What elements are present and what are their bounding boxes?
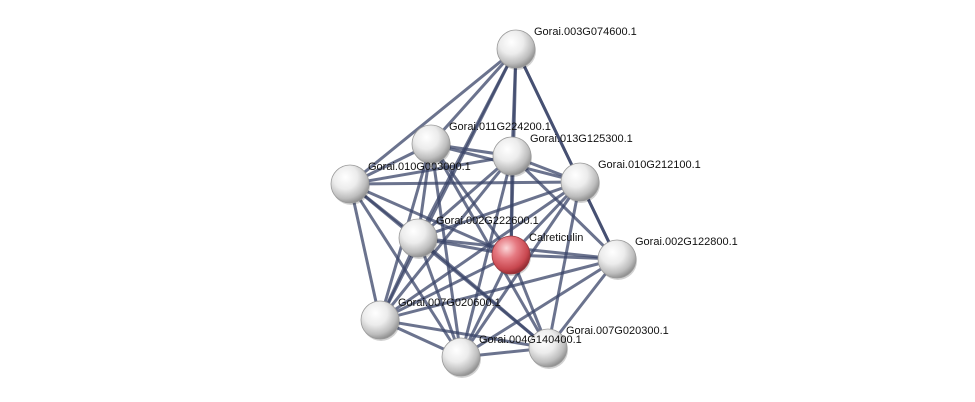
edge-gorai-003g074600-1-gorai-010g003000-1 (348, 47, 518, 186)
node-gorai-002g222600-1[interactable] (398, 218, 438, 259)
node-ball[interactable] (398, 218, 438, 258)
node-layer (330, 29, 637, 378)
edge-gorai-007g020600-1-gorai-007g020300-1 (378, 318, 550, 350)
node-ball[interactable] (528, 328, 568, 368)
node-calreticulin[interactable] (491, 235, 531, 276)
edge-gorai-010g212100-1-gorai-007g020300-1 (546, 180, 582, 350)
edge-gorai-013g125300-1-gorai-010g003000-1 (348, 154, 514, 186)
edge-gorai-011g224200-1-calreticulin (429, 142, 513, 257)
node-ball[interactable] (491, 235, 531, 275)
node-ball[interactable] (360, 300, 400, 340)
edge-gorai-002g122800-1-gorai-004g140400-1 (459, 257, 619, 359)
edge-gorai-010g003000-1-gorai-004g140400-1 (348, 182, 463, 359)
node-label-gorai-004g140400-1: Gorai.004G140400.1 (479, 334, 582, 346)
node-gorai-013g125300-1[interactable] (492, 136, 532, 177)
node-gorai-011g224200-1[interactable] (411, 124, 451, 165)
node-label-gorai-002g122800-1: Gorai.002G122800.1 (635, 236, 738, 248)
edge-gorai-002g122800-1-gorai-007g020600-1 (378, 257, 619, 322)
edge-gorai-003g074600-1-gorai-011g224200-1 (429, 47, 518, 146)
node-label-gorai-010g003000-1: Gorai.010G003000.1 (368, 161, 471, 173)
edge-gorai-013g125300-1-gorai-004g140400-1 (459, 154, 514, 359)
edge-gorai-010g003000-1-gorai-010g212100-1 (348, 180, 582, 186)
node-ball[interactable] (330, 164, 370, 204)
edge-calreticulin-gorai-007g020600-1 (378, 253, 513, 322)
node-label-gorai-011g224200-1: Gorai.011G224200.1 (449, 121, 551, 133)
node-ball[interactable] (496, 29, 536, 69)
edge-gorai-013g125300-1-gorai-002g222600-1 (416, 154, 514, 240)
edge-gorai-010g003000-1-gorai-007g020600-1 (348, 182, 382, 322)
edge-gorai-010g212100-1-gorai-007g020600-1 (378, 180, 582, 322)
node-gorai-004g140400-1[interactable] (441, 337, 481, 378)
node-label-gorai-002g222600-1: Gorai.002G222600.1 (436, 215, 539, 227)
node-label-gorai-010g212100-1: Gorai.010G212100.1 (598, 159, 701, 171)
node-gorai-010g003000-1[interactable] (330, 164, 370, 205)
edge-gorai-010g212100-1-gorai-002g222600-1 (416, 180, 582, 240)
node-label-gorai-003g074600-1: Gorai.003G074600.1 (534, 26, 637, 38)
node-gorai-003g074600-1[interactable] (496, 29, 536, 70)
node-label-gorai-007g020300-1: Gorai.007G020300.1 (566, 325, 669, 337)
node-label-gorai-007g020600-1: Gorai.007G020600.1 (398, 297, 501, 309)
node-ball[interactable] (597, 239, 637, 279)
node-ball[interactable] (441, 337, 481, 377)
edge-gorai-002g222600-1-gorai-004g140400-1 (416, 236, 463, 359)
edge-gorai-011g224200-1-gorai-004g140400-1 (429, 142, 463, 359)
node-ball[interactable] (411, 124, 451, 164)
node-label-calreticulin: Calreticulin (529, 232, 583, 244)
node-ball[interactable] (560, 162, 600, 202)
edge-gorai-013g125300-1-gorai-002g122800-1 (510, 154, 619, 261)
label-layer: Calreticulin Gorai.003G074600.1Gorai.011G… (368, 26, 738, 346)
node-ball[interactable] (492, 136, 532, 176)
node-gorai-002g122800-1[interactable] (597, 239, 637, 280)
node-gorai-010g212100-1[interactable] (560, 162, 600, 203)
node-label-gorai-013g125300-1: Gorai.013G125300.1 (530, 133, 633, 145)
node-gorai-007g020600-1[interactable] (360, 300, 400, 341)
node-gorai-007g020300-1[interactable] (528, 328, 568, 369)
edge-gorai-010g003000-1-calreticulin (348, 182, 513, 257)
